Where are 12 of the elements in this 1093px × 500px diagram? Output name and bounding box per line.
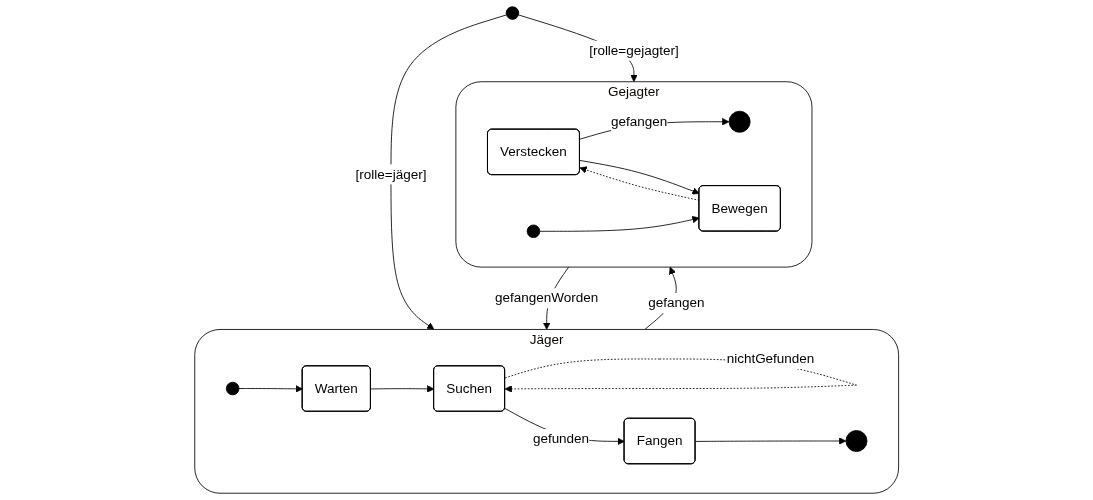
edge-label: nichtGefunden	[726, 351, 815, 366]
node-circle	[526, 224, 540, 239]
node-circle	[845, 430, 868, 452]
edge-label: [rolle=jäger]	[355, 166, 427, 182]
edge-label: [rolle=gejagter]	[588, 42, 679, 58]
edge-label: gefangen	[648, 295, 705, 310]
edge-label: gefangenWorden	[494, 290, 599, 306]
node-circle	[505, 6, 519, 20]
node-circle	[728, 110, 751, 133]
edge-label: gefangen	[610, 114, 668, 129]
edge-label: gefunden	[532, 431, 589, 446]
node-circle	[225, 381, 240, 396]
